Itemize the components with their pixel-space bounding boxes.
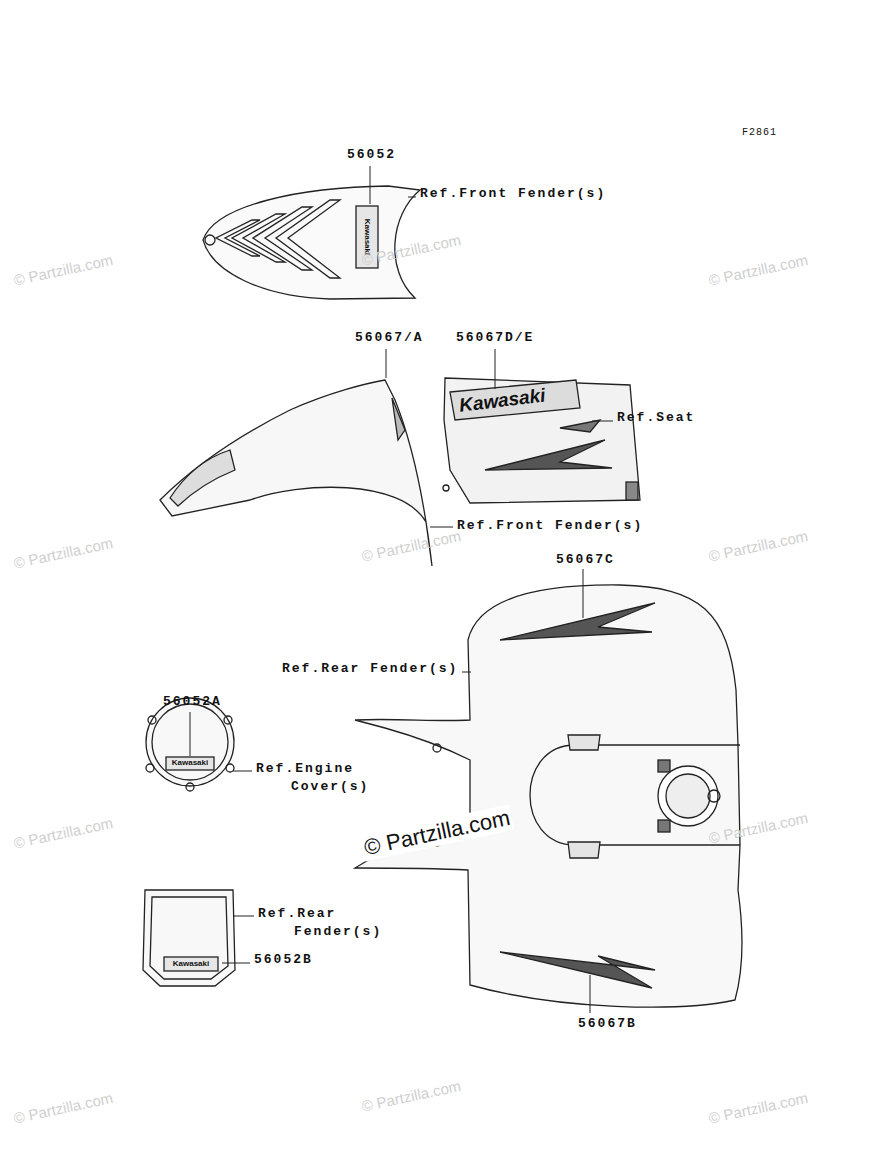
seat-side-panel: [444, 378, 640, 503]
leader-lines: [190, 166, 613, 1013]
watermark: © Partzilla.com: [360, 527, 462, 565]
rear-fender: [355, 585, 742, 1007]
watermark: © Partzilla.com: [360, 1077, 462, 1115]
reference-label: Ref.Seat: [617, 411, 695, 425]
callout-number: 56067B: [578, 1017, 637, 1031]
drawing-number: F2861: [742, 127, 777, 139]
callout-number: 56067/A: [355, 331, 424, 345]
callout-number: 56052A: [163, 695, 222, 709]
watermark: © Partzilla.com: [707, 527, 809, 565]
watermark: © Partzilla.com: [12, 1089, 114, 1127]
reference-label: Ref.Rear Fender(s): [258, 905, 394, 941]
reference-label: Ref.Engine Cover(s): [256, 760, 403, 796]
front-fender-top: [203, 186, 420, 299]
reference-label: Ref.Rear Fender(s): [282, 662, 458, 676]
watermark: © Partzilla.com: [12, 251, 114, 289]
watermark: © Partzilla.com: [12, 534, 114, 572]
reference-label: Ref.Front Fender(s): [420, 187, 606, 201]
decal-text: Kawasaki: [173, 959, 209, 969]
watermark: © Partzilla.com: [707, 1089, 809, 1127]
watermark: © Partzilla.com: [707, 251, 809, 289]
decal-text: Kawasaki: [172, 758, 208, 768]
watermark: © Partzilla.com: [12, 814, 114, 852]
rear-fender-emblem: [143, 890, 235, 986]
callout-number: 56052: [347, 148, 396, 162]
reference-label: Ref.Front Fender(s): [457, 519, 643, 533]
callout-number: 56067D/E: [456, 331, 534, 345]
callout-number: 56052B: [254, 953, 313, 967]
engine-cover: [146, 698, 234, 791]
callout-number: 56067C: [556, 553, 615, 567]
